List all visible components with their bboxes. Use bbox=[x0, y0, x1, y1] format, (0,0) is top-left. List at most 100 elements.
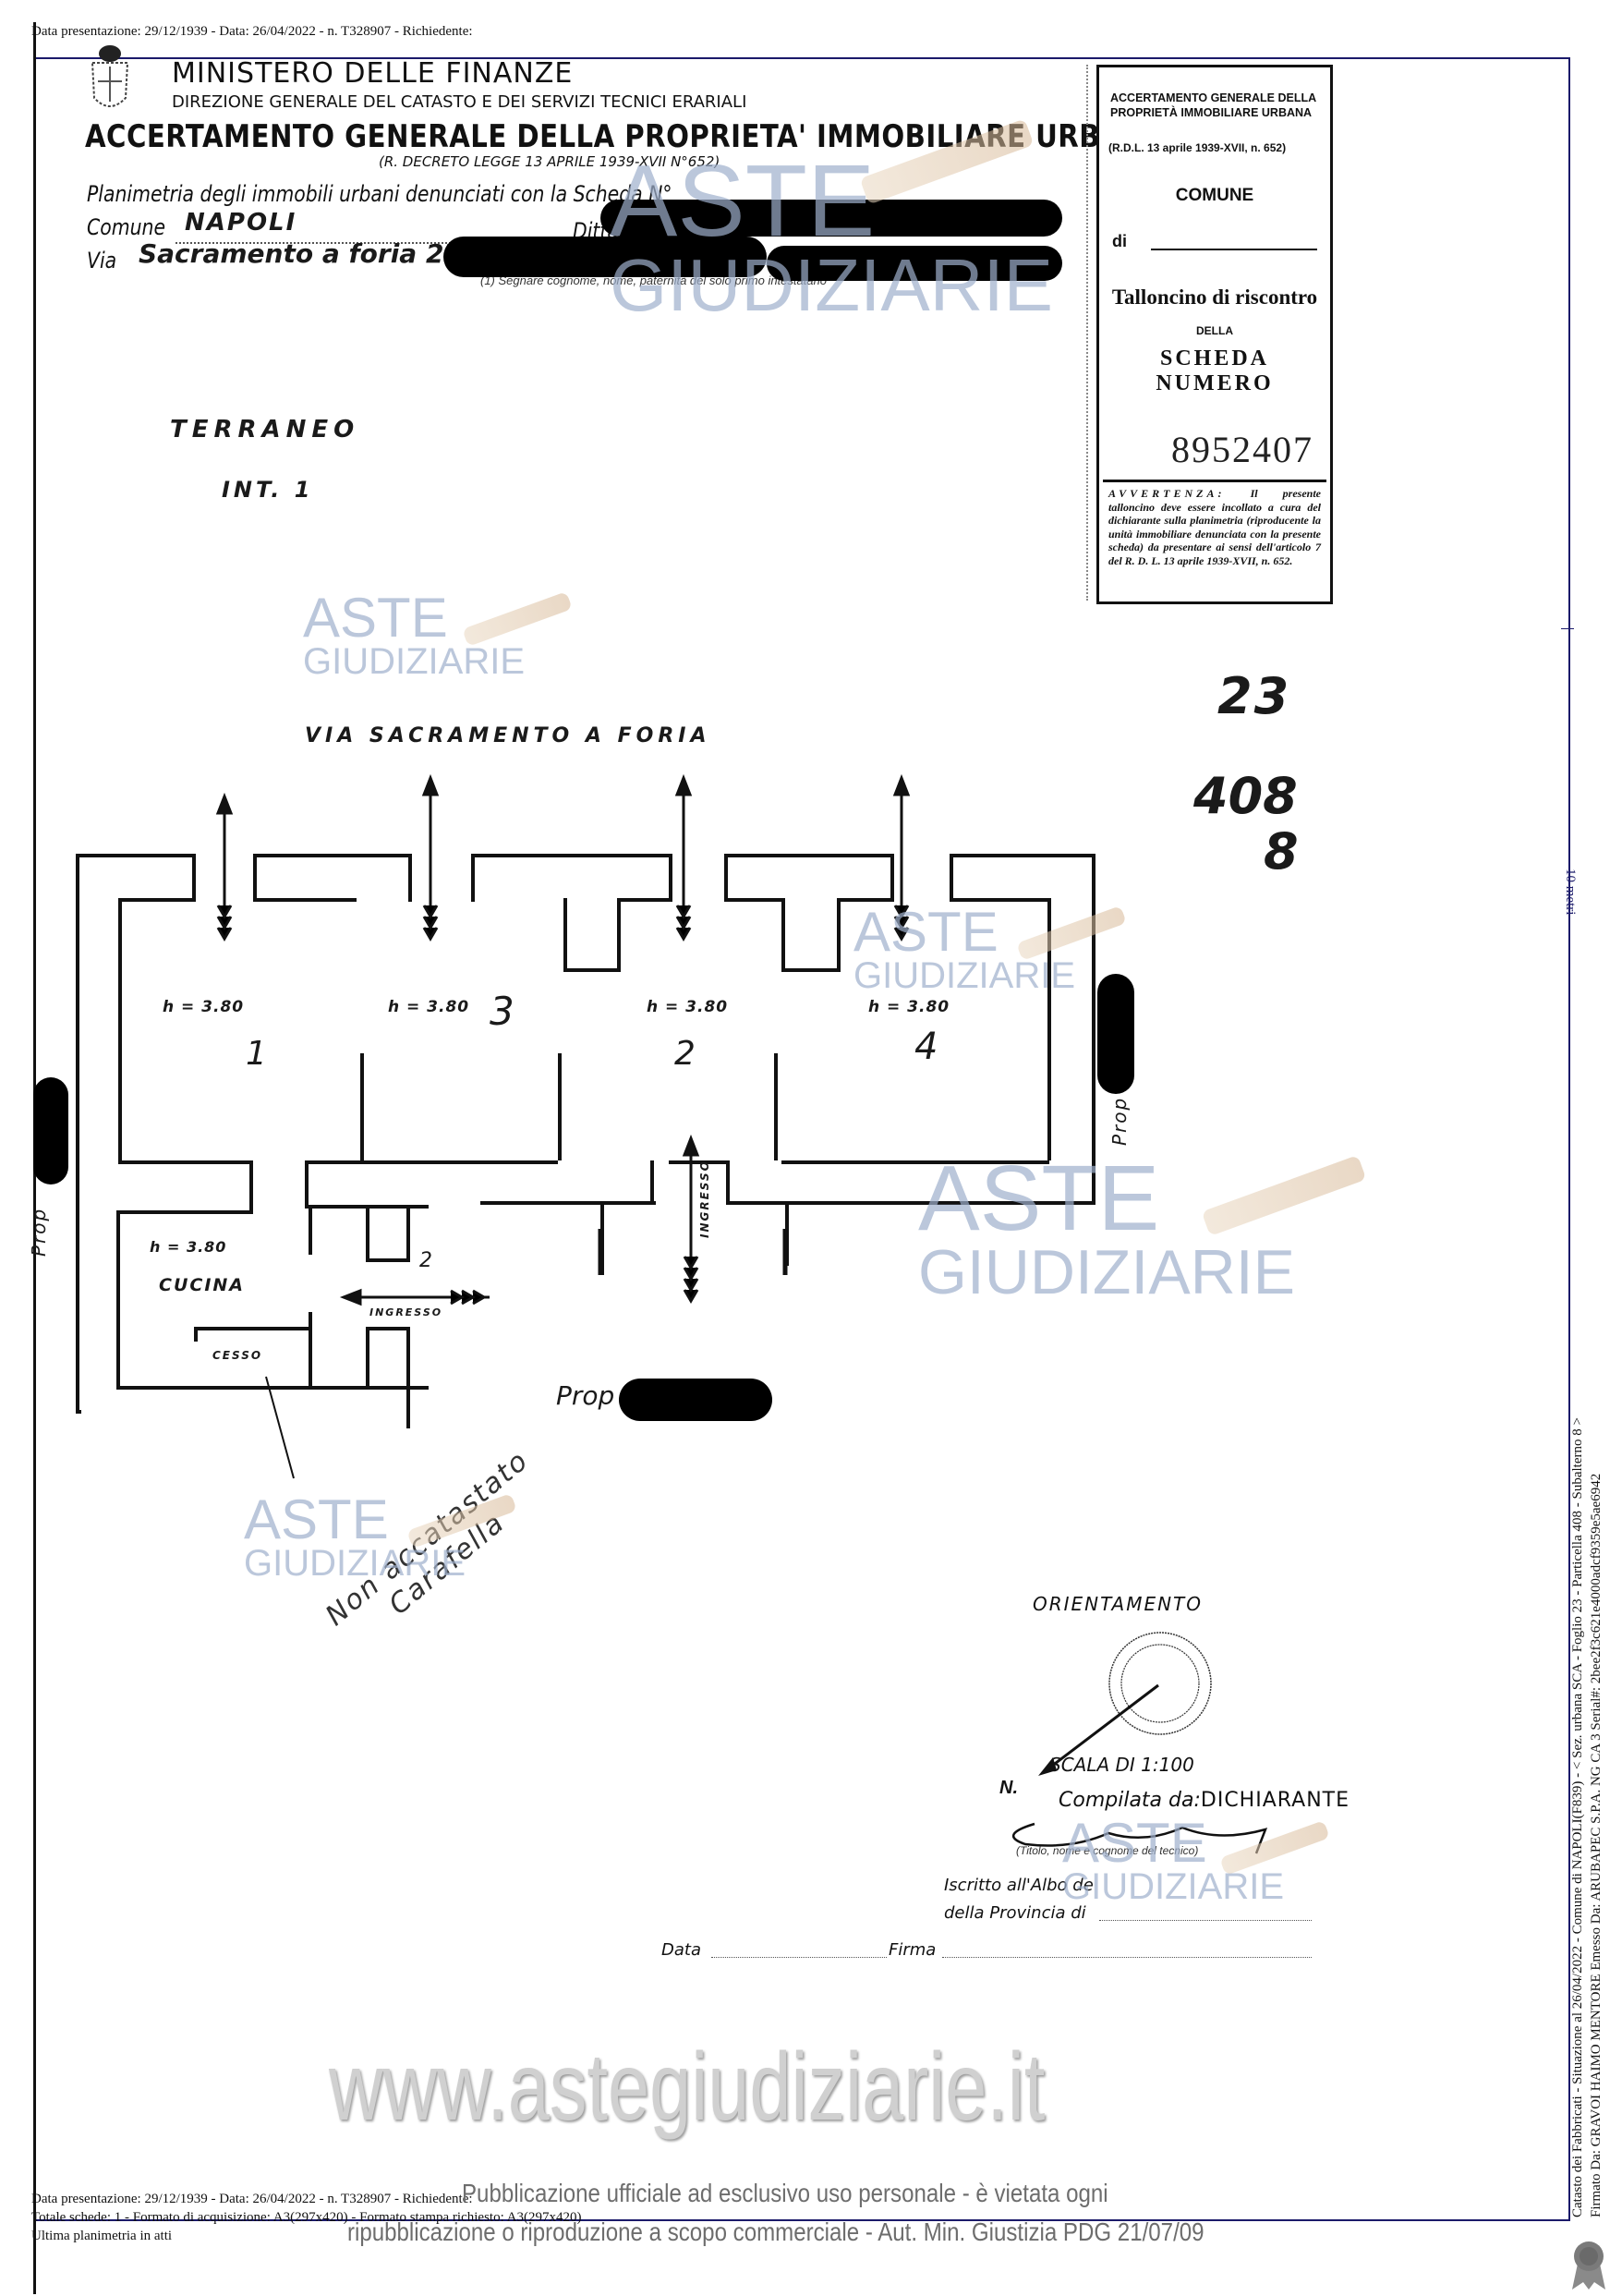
watermark-brand-sub: GIUDIZIARIE bbox=[303, 641, 526, 682]
talloncino-decree: (R.D.L. 13 aprile 1939-XVII, n. 652) bbox=[1108, 141, 1287, 154]
signature-margin-text: Firmato Da: GRAVOI HAIMO MENTORE Emesso … bbox=[1589, 1473, 1604, 2217]
compilata-label: Compilata da: bbox=[1059, 1789, 1201, 1812]
redaction-prop-left bbox=[33, 1077, 68, 1184]
compilata-row: Compilata da:DICHIARANTE bbox=[1059, 1789, 1350, 1812]
planimetria-label: Planimetria degli immobili urbani denunc… bbox=[87, 181, 672, 207]
watermark-brand-sub: GIUDIZIARIE bbox=[244, 1543, 466, 1584]
talloncino-dotted-edge bbox=[1086, 65, 1088, 601]
room-4-number: 4 bbox=[914, 1026, 940, 1068]
watermark-logo-5: ASTE GIUDIZIARIE bbox=[1062, 1812, 1285, 1907]
ministry-title: MINISTERO DELLE FINANZE bbox=[172, 57, 574, 90]
bottom-meta-line-3: Ultima planimetria in atti bbox=[31, 2229, 173, 2243]
provincia-dotted-line bbox=[1099, 1920, 1312, 1921]
talloncino-heading-1: ACCERTAMENTO GENERALE DELLA bbox=[1110, 91, 1317, 104]
bottom-meta-line-2: Totale schede: 1 - Formato di acquisizio… bbox=[31, 2210, 582, 2225]
kitchen-height: h = 3.80 bbox=[150, 1238, 227, 1256]
room-4-height: h = 3.80 bbox=[868, 998, 950, 1016]
avvertenza-text: AVVERTENZA: Il presente talloncino deve … bbox=[1108, 487, 1321, 567]
prop-left-label: Prop bbox=[28, 1207, 50, 1257]
tecnico-note: (Titolo, nome e cognome del tecnico) bbox=[1016, 1844, 1199, 1857]
watermark-brand: ASTE bbox=[853, 901, 999, 963]
room-2-number: 2 bbox=[674, 1035, 697, 1073]
talloncino-comune: COMUNE bbox=[1175, 186, 1254, 205]
signature bbox=[998, 1816, 1293, 1857]
ingresso-side-label: INGRESSO bbox=[369, 1306, 443, 1318]
iscritto-albo-label: Iscritto all'Albo de bbox=[944, 1876, 1094, 1895]
watermark-brand: ASTE bbox=[1062, 1812, 1207, 1874]
data-label: Data bbox=[661, 1940, 701, 1960]
terraneo-label: TERRANEO bbox=[170, 416, 360, 443]
talloncino-box: ACCERTAMENTO GENERALE DELLA PROPRIETÀ IM… bbox=[1096, 65, 1333, 604]
orientamento-label: ORIENTAMENTO bbox=[1033, 1593, 1204, 1615]
small-number: 2 bbox=[419, 1249, 434, 1272]
watermark-logo-1: ASTE GIUDIZIARIE bbox=[303, 587, 526, 682]
avvertenza-body: Il presente talloncino deve essere incol… bbox=[1108, 487, 1321, 567]
room-1-number: 1 bbox=[246, 1035, 269, 1073]
bottom-meta-line-1: Data presentazione: 29/12/1939 - Data: 2… bbox=[31, 2192, 473, 2206]
foglio-number: 23 bbox=[1217, 667, 1291, 725]
redaction-prop-right bbox=[1097, 974, 1134, 1094]
talloncino-divider bbox=[1103, 480, 1326, 482]
publication-notice-line-1: Pubblicazione ufficiale ad esclusivo uso… bbox=[462, 2179, 1108, 2207]
room-2-height: h = 3.80 bbox=[647, 998, 729, 1016]
watermark-brand-sub: GIUDIZIARIE bbox=[610, 243, 1054, 326]
scale-label: SCALA DI 1:100 bbox=[1049, 1754, 1194, 1776]
comune-value: NAPOLI bbox=[185, 209, 297, 237]
provincia-label: della Provincia di bbox=[944, 1903, 1086, 1923]
scheda-number: 8952407 bbox=[1171, 429, 1313, 470]
scale-10-metri: 10 metri bbox=[1563, 869, 1578, 916]
watermark-logo-3: ASTE GIUDIZIARIE bbox=[918, 1152, 1296, 1307]
via-value: Sacramento a foria 27 bbox=[139, 238, 462, 269]
header-meta: Data presentazione: 29/12/1939 - Data: 2… bbox=[31, 24, 473, 39]
watermark-brand-sub: GIUDIZIARIE bbox=[918, 1237, 1296, 1307]
talloncino-title: Talloncino di riscontro bbox=[1111, 285, 1318, 309]
street-label: VIA SACRAMENTO A FORIA bbox=[305, 724, 711, 747]
wc-label: CESSO bbox=[212, 1349, 263, 1362]
publication-notice-line-2: ripubblicazione o riproduzione a scopo c… bbox=[347, 2217, 1204, 2246]
direction-title: DIREZIONE GENERALE DEL CATASTO E DEI SER… bbox=[172, 92, 747, 112]
compass-icon bbox=[1016, 1617, 1238, 1792]
subalterno-number: 8 bbox=[1264, 822, 1301, 881]
coat-of-arms-icon bbox=[85, 41, 135, 118]
room-3-height: h = 3.80 bbox=[388, 998, 470, 1016]
watermark-brand: ASTE bbox=[610, 144, 876, 258]
decree-reference: (R. DECRETO LEGGE 13 APRILE 1939-XVII N°… bbox=[379, 153, 720, 170]
north-label: N. bbox=[999, 1778, 1018, 1798]
redaction-prop-bottom bbox=[619, 1379, 772, 1421]
watermark-logo-top: ASTE GIUDIZIARIE bbox=[610, 144, 1054, 326]
firma-dotted-line bbox=[942, 1957, 1312, 1958]
talloncino-della: DELLA bbox=[1196, 324, 1233, 337]
comune-label: Comune bbox=[87, 214, 166, 240]
compilata-value: DICHIARANTE bbox=[1200, 1789, 1350, 1812]
watermark-brand-sub: GIUDIZIARIE bbox=[853, 955, 1076, 996]
right-tick-top bbox=[1561, 628, 1574, 629]
watermark-brand: ASTE bbox=[244, 1488, 389, 1550]
catasto-margin-text: Catasto dei Fabbricati - Situazione al 2… bbox=[1570, 1417, 1585, 2217]
room-3-number: 3 bbox=[490, 989, 516, 1034]
watermark-logo-2: ASTE GIUDIZIARIE bbox=[853, 901, 1076, 996]
avvertenza-label: AVVERTENZA: bbox=[1108, 487, 1226, 500]
redaction-via-right bbox=[767, 246, 1062, 281]
watermark-brand: ASTE bbox=[303, 587, 448, 649]
seal-ribbon-icon bbox=[1570, 2236, 1607, 2291]
talloncino-scheda-numero: SCHEDA NUMERO bbox=[1156, 346, 1274, 395]
via-label: Via bbox=[87, 248, 117, 273]
watermark-url: www.astegiudiziarie.it bbox=[329, 2034, 1046, 2141]
watermark-logo-4: ASTE GIUDIZIARIE bbox=[244, 1488, 466, 1584]
room-1-height: h = 3.80 bbox=[163, 998, 245, 1016]
talloncino-di: di bbox=[1112, 232, 1127, 250]
comune-dotted-line bbox=[176, 242, 517, 244]
talloncino-di-line bbox=[1151, 249, 1317, 250]
kitchen-label: CUCINA bbox=[159, 1275, 245, 1295]
data-dotted-line bbox=[711, 1957, 887, 1958]
firma-label: Firma bbox=[889, 1940, 937, 1960]
redaction-ditta bbox=[600, 200, 1062, 237]
ingresso-main-label: INGRESSO bbox=[698, 1160, 711, 1238]
talloncino-heading-2: PROPRIETÀ IMMOBILIARE URBANA bbox=[1110, 106, 1313, 119]
prop-bottom-label: Prop bbox=[556, 1380, 615, 1411]
interno-label: INT. 1 bbox=[222, 477, 314, 503]
watermark-brand-sub: GIUDIZIARIE bbox=[1062, 1866, 1285, 1907]
particella-number: 408 bbox=[1193, 767, 1298, 825]
prop-right-label: Prop bbox=[1108, 1096, 1131, 1146]
